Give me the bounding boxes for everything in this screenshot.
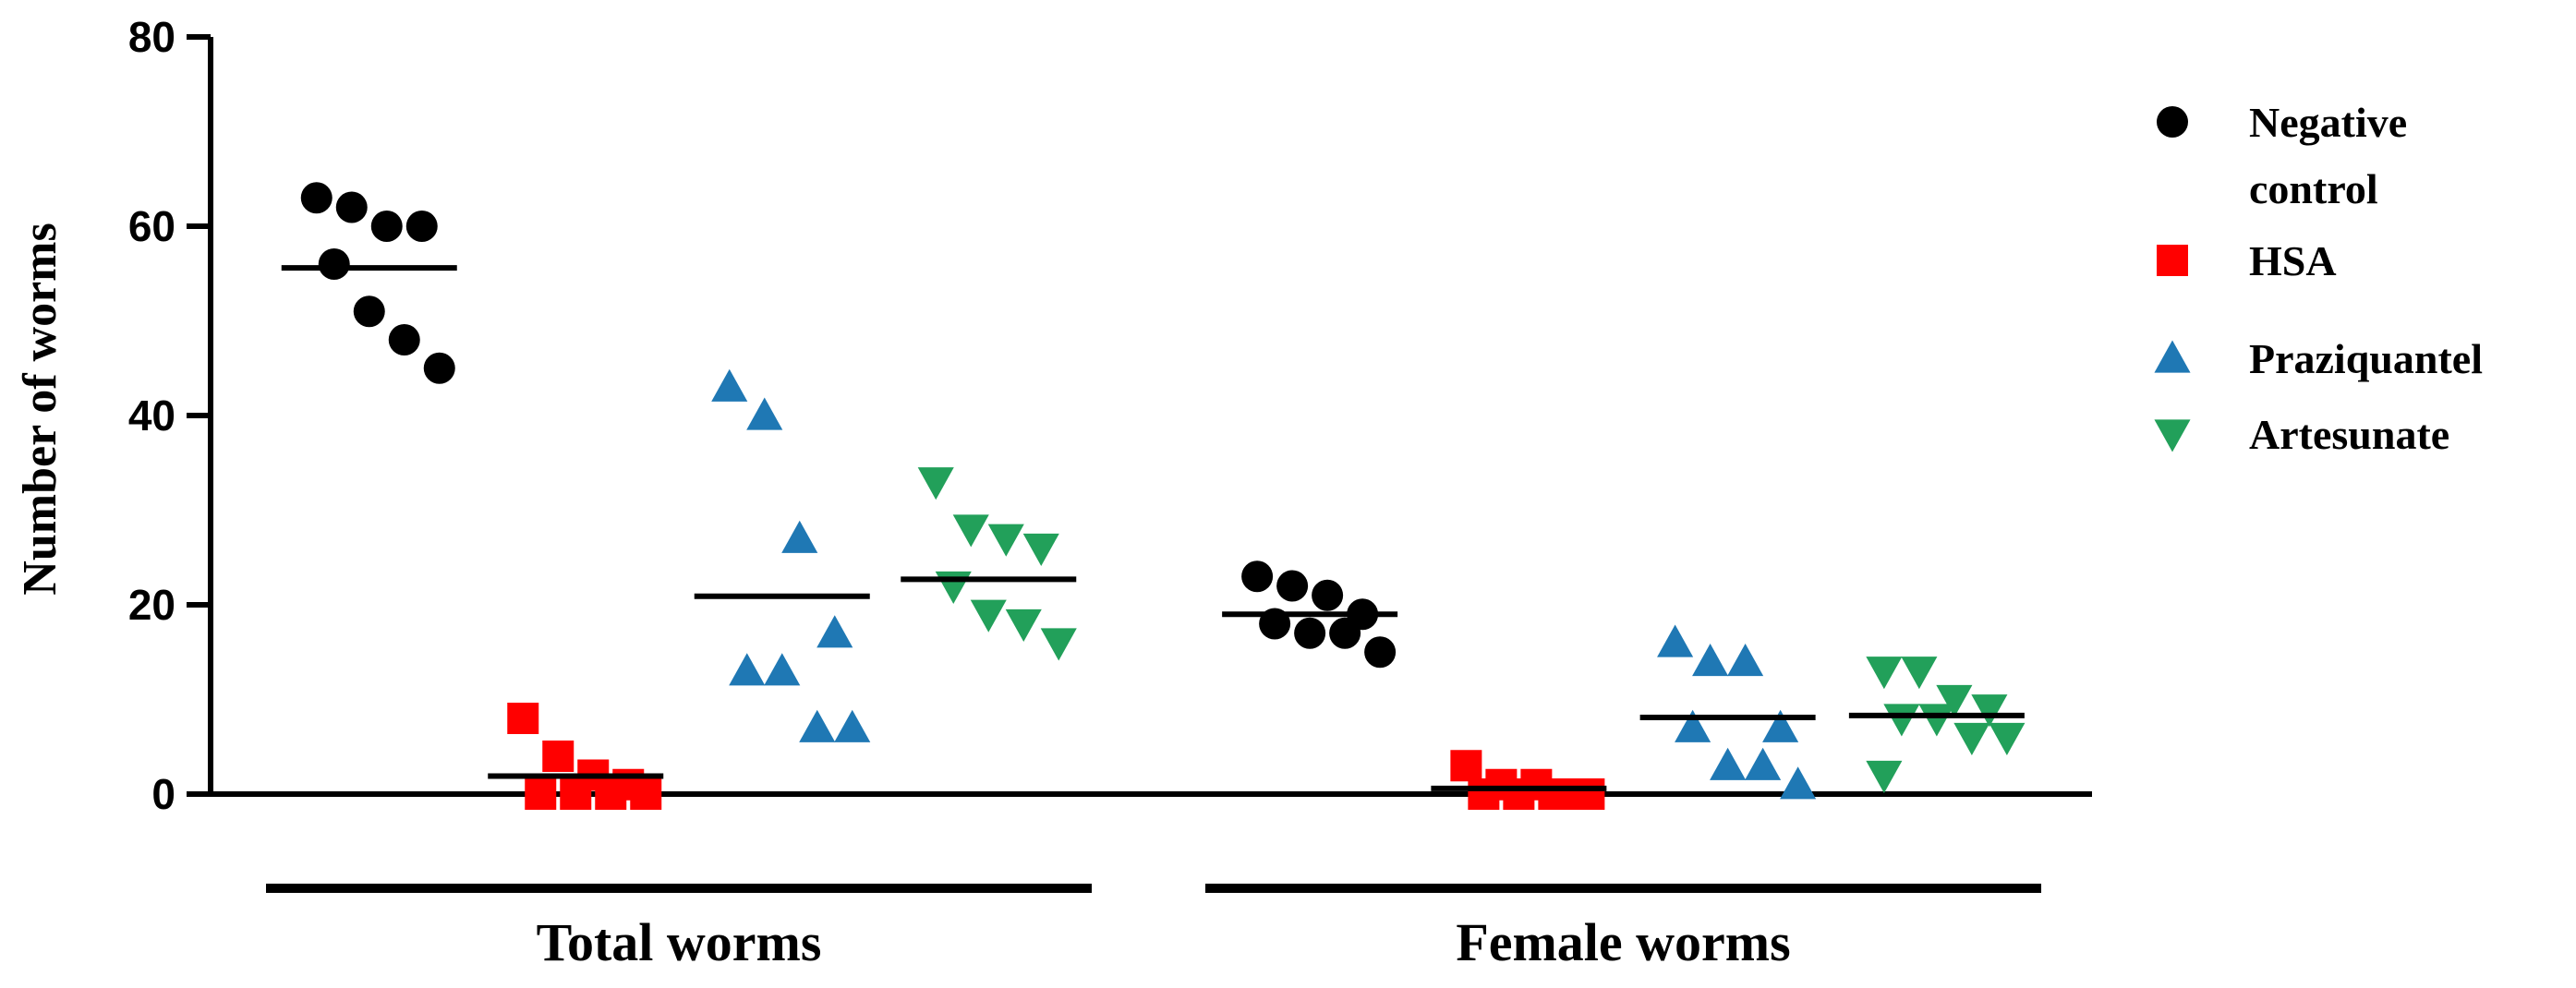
- y-tick-label: 0: [151, 770, 175, 818]
- data-point: [300, 182, 333, 214]
- data-point: [1022, 533, 1059, 567]
- y-tick-label: 40: [128, 392, 175, 440]
- data-point: [1780, 766, 1817, 800]
- legend-label: HSA: [2249, 237, 2337, 284]
- data-point: [781, 520, 818, 553]
- data-point: [1727, 643, 1764, 677]
- data-point: [1294, 617, 1326, 649]
- legend-label: Praziquantel: [2249, 335, 2483, 382]
- data-point: [1005, 608, 1042, 643]
- data-point: [1745, 747, 1782, 780]
- data-point: [1866, 657, 1903, 690]
- group-label: Total worms: [537, 912, 822, 972]
- data-point: [1241, 560, 1274, 593]
- data-point: [1692, 643, 1729, 677]
- group-label: Female worms: [1456, 912, 1790, 972]
- data-point: [1468, 778, 1500, 810]
- data-point: [970, 599, 1007, 633]
- data-point: [764, 653, 801, 686]
- legend-label: Artesunate: [2249, 411, 2449, 458]
- data-point: [1450, 750, 1482, 782]
- data-point: [1364, 636, 1397, 669]
- data-point: [816, 615, 853, 648]
- data-point: [630, 778, 662, 810]
- legend-marker: [2154, 340, 2191, 373]
- legend-label: Negative: [2249, 99, 2407, 146]
- data-point: [917, 467, 954, 500]
- data-point: [1503, 778, 1535, 810]
- data-point: [1971, 694, 2008, 728]
- legend-marker: [2154, 419, 2191, 452]
- data-point: [1762, 709, 1799, 742]
- legend-label: control: [2249, 165, 2378, 212]
- data-point: [370, 211, 403, 242]
- legend-marker: [2157, 245, 2188, 276]
- data-point: [595, 778, 627, 810]
- data-point: [1675, 709, 1711, 742]
- legend-marker: [2157, 106, 2188, 138]
- y-tick-label: 20: [128, 581, 175, 629]
- data-point: [507, 703, 539, 734]
- data-point: [335, 191, 368, 223]
- data-point: [525, 778, 557, 810]
- data-point: [542, 741, 574, 772]
- data-point: [952, 514, 989, 548]
- data-point: [1901, 657, 1938, 690]
- data-point: [353, 295, 385, 328]
- data-point: [388, 324, 420, 355]
- data-point: [1866, 760, 1903, 794]
- y-tick-label: 60: [128, 202, 175, 250]
- data-point: [799, 709, 836, 742]
- data-point: [1918, 704, 1955, 737]
- data-point: [987, 524, 1024, 557]
- data-point: [1989, 722, 2026, 756]
- data-point: [1312, 579, 1344, 611]
- data-point: [1573, 778, 1605, 810]
- data-point: [423, 352, 455, 384]
- data-point: [1936, 684, 1973, 718]
- data-point: [318, 248, 350, 280]
- data-point: [1953, 722, 1990, 756]
- data-point: [935, 571, 972, 605]
- data-point: [1276, 570, 1309, 602]
- data-point: [1710, 747, 1747, 780]
- data-point: [834, 709, 871, 742]
- data-point: [405, 211, 438, 242]
- data-point: [1040, 628, 1077, 661]
- data-point: [1657, 624, 1694, 657]
- data-point: [560, 778, 592, 810]
- data-point: [746, 397, 783, 430]
- data-point: [729, 653, 766, 686]
- y-axis-label: Number of worms: [14, 223, 67, 595]
- data-point: [1538, 778, 1570, 810]
- data-point: [711, 368, 748, 402]
- data-point: [1883, 704, 1920, 737]
- data-point: [1329, 617, 1361, 649]
- y-tick-label: 80: [128, 13, 175, 61]
